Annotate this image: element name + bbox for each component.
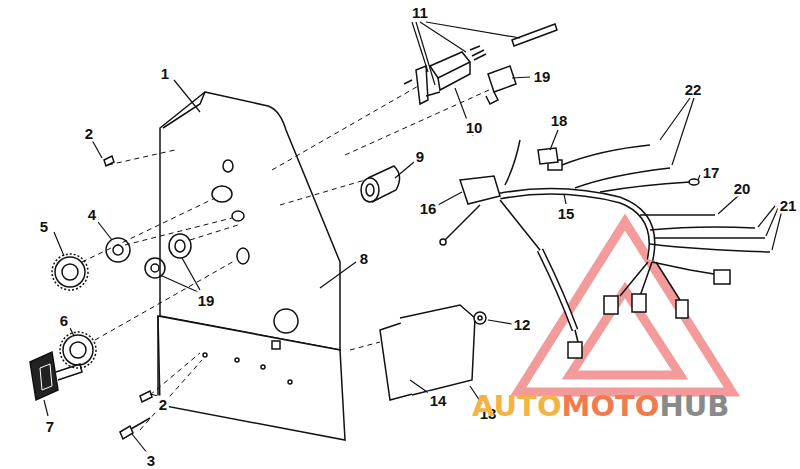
callout-number: 2 xyxy=(157,396,169,413)
callout-number: 5 xyxy=(38,218,50,235)
callout-number: 21 xyxy=(778,197,799,214)
callout-number: 3 xyxy=(145,452,157,469)
watermark-text: AUTO xyxy=(472,392,562,421)
callout-number: 9 xyxy=(414,148,426,165)
callout-number: 22 xyxy=(683,81,704,98)
callout-number: 4 xyxy=(86,206,98,223)
callout-number: 11 xyxy=(410,4,430,21)
callout-number: 16 xyxy=(418,200,439,217)
callout-number: 2 xyxy=(83,125,95,142)
callout-number: 10 xyxy=(464,119,485,136)
callout-number: 15 xyxy=(556,205,577,222)
callout-number: 19 xyxy=(196,292,217,309)
callout-number: 20 xyxy=(732,180,753,197)
callout-number: 12 xyxy=(512,316,533,333)
watermark-text: MOTO xyxy=(562,392,660,421)
callout-number: 1 xyxy=(159,65,171,82)
callout-number: 18 xyxy=(549,112,570,129)
callout-number: 6 xyxy=(58,312,70,329)
callout-number: 19 xyxy=(532,68,553,85)
watermark-logo xyxy=(518,222,732,392)
callout-number: 14 xyxy=(428,392,449,409)
callout-number: 17 xyxy=(701,164,722,181)
callout-number: 7 xyxy=(44,418,56,435)
watermark-text: HUB xyxy=(660,392,730,421)
callout-number: 8 xyxy=(358,250,370,267)
